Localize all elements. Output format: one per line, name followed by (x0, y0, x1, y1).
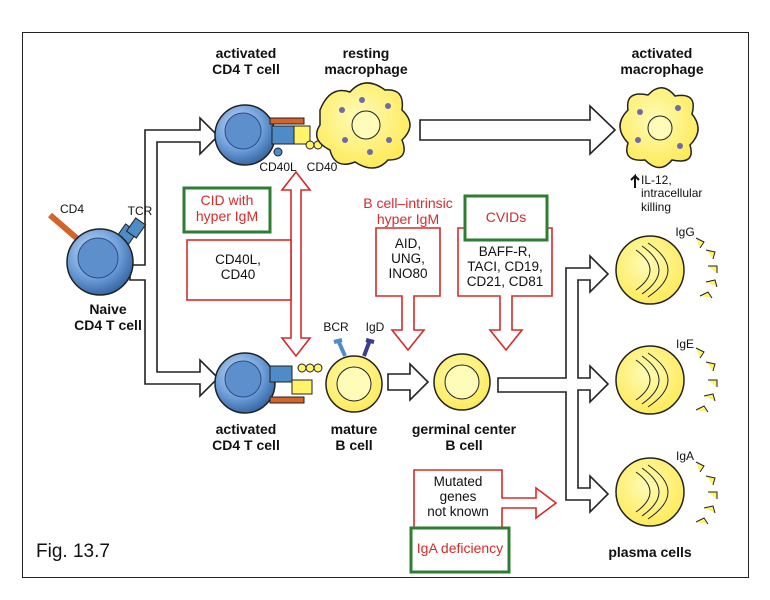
iga-green-box (409, 526, 511, 574)
iga-deficiency-label: IgA deficiency (416, 540, 504, 556)
activated-macrophage-label: activated macrophage (620, 45, 704, 77)
igd-label: IgD (365, 320, 385, 334)
branch-arrow-naive (129, 116, 220, 398)
cid-green-box (182, 186, 272, 234)
bottom-activated-t-cell (214, 352, 313, 414)
cid-genes-label: CD40L, CD40 (215, 252, 261, 283)
activated-t-top-label: activated CD4 T cell (212, 45, 280, 77)
activated-t-bottom-label: activated CD4 T cell (212, 421, 280, 453)
cd40l-label: CD40L (259, 160, 297, 174)
naive-cell-label: Naive CD4 T cell (74, 301, 142, 333)
arrow-to-plasma-cells (497, 254, 610, 514)
cid-hyper-igm-label: CID with hyper IgM (195, 192, 259, 224)
b-intrinsic-label: B cell–intrinsic hyper IgM (363, 195, 453, 227)
plasma-cell-iga (615, 457, 718, 527)
b-intrinsic-arrow (375, 227, 441, 352)
germinal-center-b-cell (433, 353, 491, 411)
cid-genes-box (186, 239, 292, 301)
mature-b-label: mature B cell (330, 421, 378, 453)
iga-label: IgA (675, 449, 694, 463)
plasma-cell-ige (615, 345, 718, 415)
cid-double-arrow (280, 170, 312, 358)
cvids-genes-label: BAFF-R, TACI, CD19, CD21, CD81 (466, 244, 544, 290)
bcr-label: BCR (323, 320, 349, 334)
cvids-arrow (457, 227, 553, 352)
mature-b-cell (297, 338, 383, 413)
resting-macrophage (315, 82, 411, 169)
arrow-to-activated-macrophage (419, 104, 617, 156)
naive-t-cell (48, 212, 147, 296)
germinal-center-label: germinal center B cell (411, 421, 517, 453)
cd4-label: CD4 (59, 202, 84, 216)
cd40-label: CD40 (306, 160, 338, 174)
plasma-cell-igg (615, 235, 718, 305)
macrophage-effect-label: IL-12, intracellular killing (641, 173, 703, 214)
mutated-genes-label: Mutated genes not known (427, 474, 489, 520)
plasma-cells-label: plasma cells (608, 544, 692, 560)
cvids-label: CVIDs (485, 209, 527, 225)
b-intrinsic-genes-label: AID, UNG, INO80 (388, 236, 428, 282)
figure-label: Fig. 13.7 (36, 541, 110, 562)
tcr-label: TCR (127, 204, 153, 218)
activated-macrophage (619, 87, 699, 169)
ige-label: IgE (675, 337, 694, 351)
cvids-green-box (463, 194, 549, 242)
up-arrow-icon (630, 173, 640, 188)
top-activated-t-cell (214, 104, 323, 166)
arrow-mature-to-germinal (387, 362, 430, 402)
resting-macrophage-label: resting macrophage (324, 45, 408, 77)
igg-label: IgG (675, 225, 695, 239)
